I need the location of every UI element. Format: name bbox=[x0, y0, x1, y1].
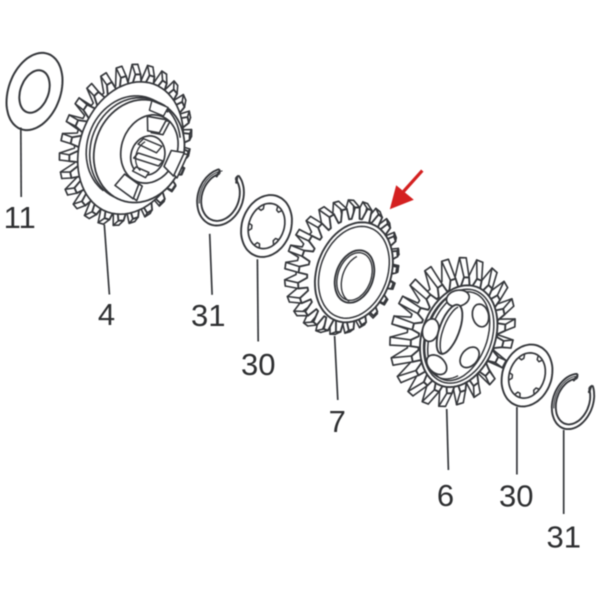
svg-text:30: 30 bbox=[499, 478, 533, 513]
svg-text:30: 30 bbox=[241, 347, 275, 382]
svg-text:31: 31 bbox=[547, 520, 581, 555]
svg-text:11: 11 bbox=[4, 200, 36, 235]
svg-text:4: 4 bbox=[98, 297, 115, 332]
svg-text:31: 31 bbox=[191, 298, 225, 333]
svg-text:6: 6 bbox=[437, 478, 454, 513]
svg-text:7: 7 bbox=[329, 404, 346, 439]
